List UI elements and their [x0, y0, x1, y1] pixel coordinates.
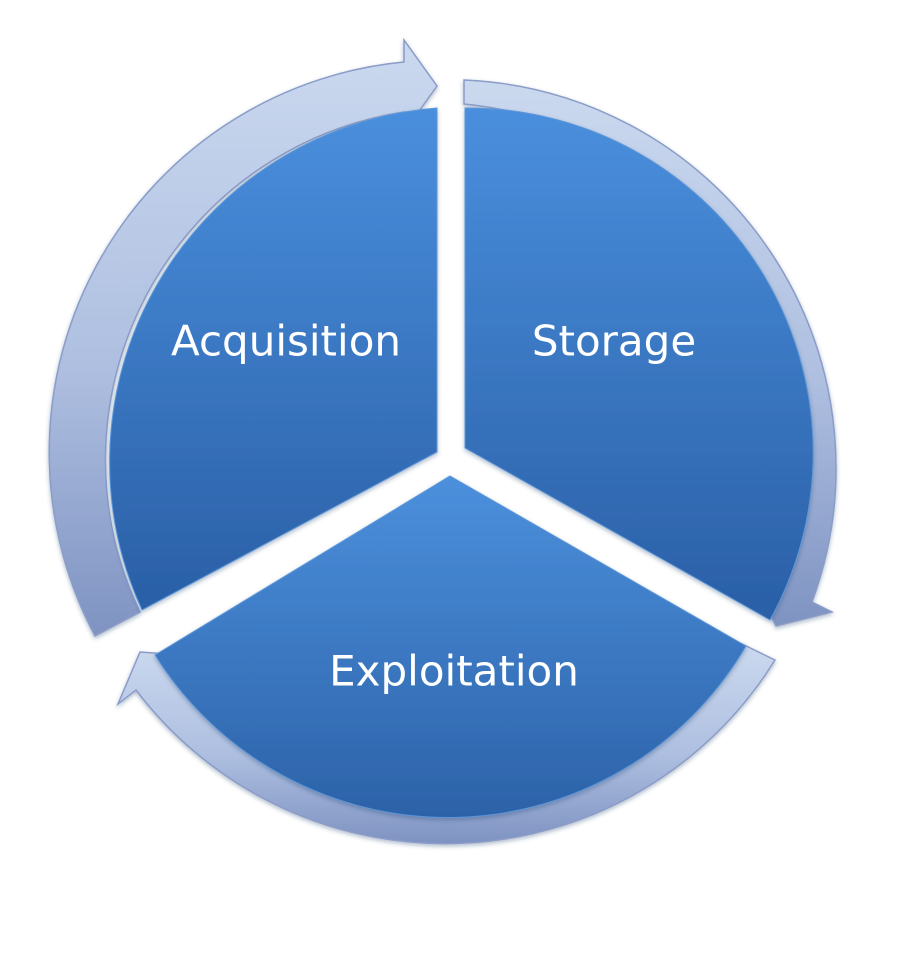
cycle-segments: [109, 107, 814, 818]
segment-label-storage: Storage: [532, 317, 696, 366]
arrow-acquisition-to-storage: [48, 37, 438, 638]
segment-acquisition: [109, 107, 438, 611]
segment-label-acquisition: Acquisition: [171, 317, 401, 366]
segment-label-exploitation: Exploitation: [329, 647, 579, 696]
segment-exploitation: [154, 475, 747, 818]
segment-storage: [464, 107, 814, 621]
